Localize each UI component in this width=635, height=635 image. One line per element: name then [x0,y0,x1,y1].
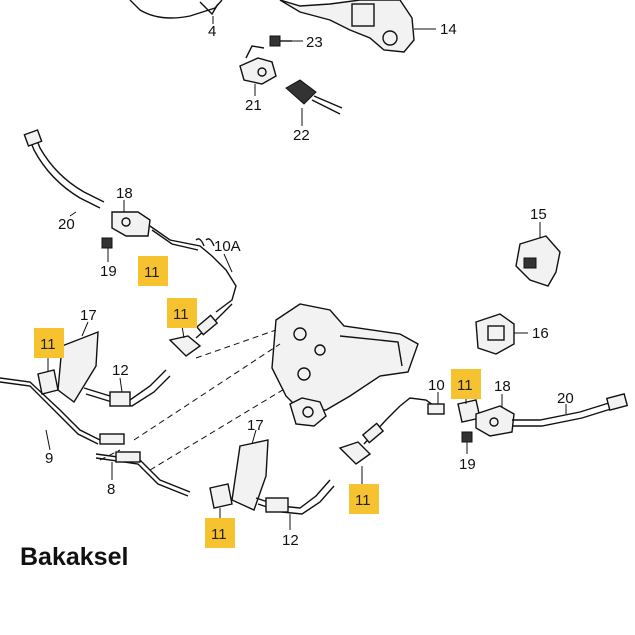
callout-10A: 10A [214,238,241,255]
part-11-clip-left-b [168,325,202,357]
callout-14: 14 [440,21,457,38]
highlight-label: 11 [355,492,371,509]
callout-17-left: 17 [80,307,97,324]
part-12-hose-right [255,479,335,530]
part-15-mount [515,222,561,287]
callout-20-left: 20 [58,216,75,233]
part-4-bracket [129,0,223,24]
callout-4: 4 [208,23,216,40]
callout-12-right: 12 [282,532,299,549]
part-18-bracket-left [111,200,151,237]
highlight-callout-11-b[interactable]: 11 [138,256,168,286]
callout-12-left: 12 [112,362,129,379]
callout-9: 9 [45,450,53,467]
part-20-brake-hose-right [512,393,629,427]
part-17-shield-right [231,429,269,511]
callout-10: 10 [428,377,445,394]
callout-23: 23 [306,34,323,51]
highlight-label: 11 [40,336,56,353]
callout-20-right: 20 [557,390,574,407]
part-9-brake-line [0,377,125,451]
abs-sensor-lower [361,405,401,445]
callout-19-right: 19 [459,456,476,473]
callout-15: 15 [530,206,547,223]
callout-16: 16 [532,325,549,342]
callout-8: 8 [107,481,115,498]
part-23-bolt [269,35,303,47]
abs-sensor-upper [195,303,233,339]
callout-19-left: 19 [100,263,117,280]
callout-18-left: 18 [116,185,133,202]
callout-18-right: 18 [494,378,511,395]
highlight-label: 11 [144,264,160,281]
highlight-callout-11-e[interactable]: 11 [349,484,379,514]
part-8-brake-line [95,451,191,497]
highlight-callout-11-f[interactable]: 11 [205,518,235,548]
part-10-brake-line [399,392,445,415]
part-21-connector [239,45,277,96]
dashed-reference-lines [99,329,287,471]
callout-22: 22 [293,127,310,144]
part-10A-brake-line [149,225,237,313]
part-17-shield-left [57,321,99,404]
part-11-clip-left-a [37,356,59,395]
part-19-nut-right [461,431,473,454]
part-11-clip-lower-b [338,441,372,486]
callout-21: 21 [245,97,262,114]
part-20-brake-hose-left [23,129,105,217]
part-16-bushing [475,313,528,355]
part-22-sensor [285,79,343,126]
highlight-label: 11 [173,306,189,323]
part-14-carrier [279,0,436,53]
highlight-callout-11-a[interactable]: 11 [34,328,64,358]
highlight-label: 11 [211,526,227,543]
part-19-nut-left [101,237,113,262]
part-12-hose-left [83,369,171,407]
part-18-bracket-right [475,394,515,437]
highlight-label: 11 [457,377,473,394]
diagram-caption: Bakaksel [20,543,129,571]
part-11-clip-lower-a [209,483,233,520]
axle-housing [271,303,419,427]
highlight-callout-11-d[interactable]: 11 [451,369,481,399]
highlight-callout-11-c[interactable]: 11 [167,298,197,328]
callout-17-right: 17 [247,417,264,434]
